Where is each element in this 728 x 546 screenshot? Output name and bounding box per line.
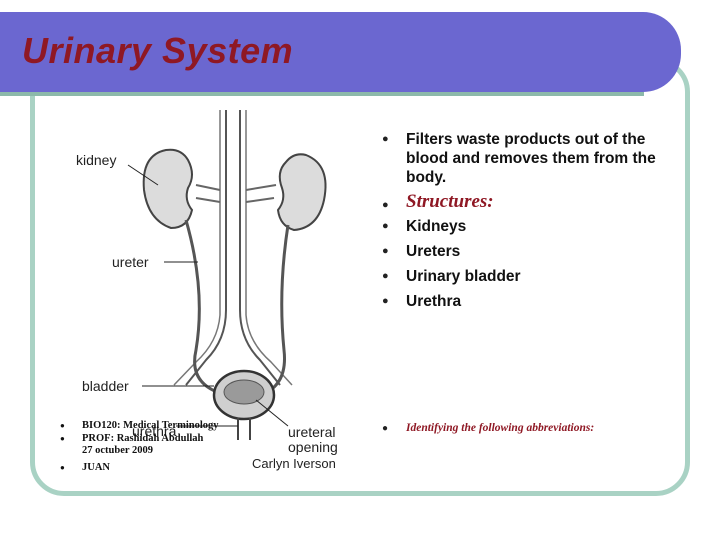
description-bullets: Filters waste products out of the blood … <box>380 130 680 317</box>
label-ureteral-opening-line1: ureteral <box>288 424 335 440</box>
title-bar-shadow <box>0 92 644 96</box>
label-ureter: ureter <box>112 254 149 270</box>
credits-list: BIO120: Medical Terminology PROF: Rashid… <box>60 420 219 474</box>
urinary-system-illustration: kidney ureter bladder urethra ureteral o… <box>76 110 338 471</box>
bullet-structures-heading: Structures: <box>380 192 680 216</box>
abbreviations-bullet-icon: ● <box>382 423 389 434</box>
abbreviations-prompt: Identifying the following abbreviations: <box>406 422 595 434</box>
label-kidney: kidney <box>76 152 116 168</box>
credit-student: JUAN <box>60 462 219 474</box>
bullet-urethra: Urethra <box>380 292 680 311</box>
bullet-kidneys: Kidneys <box>380 217 680 236</box>
bullet-ureters: Ureters <box>380 242 680 261</box>
credit-course: BIO120: Medical Terminology <box>60 420 219 432</box>
title-bar <box>0 12 681 92</box>
label-ureteral-opening-line2: opening <box>288 439 338 455</box>
bullet-description: Filters waste products out of the blood … <box>380 130 680 187</box>
artist-credit: Carlyn Iverson <box>252 456 336 471</box>
label-bladder: bladder <box>82 378 129 394</box>
slide-title: Urinary System <box>22 30 294 71</box>
bullet-urinary-bladder: Urinary bladder <box>380 267 680 286</box>
credit-professor: PROF: Rashidah Abdullah <box>60 433 219 445</box>
credit-date: 27 octuber 2009 <box>82 445 153 456</box>
